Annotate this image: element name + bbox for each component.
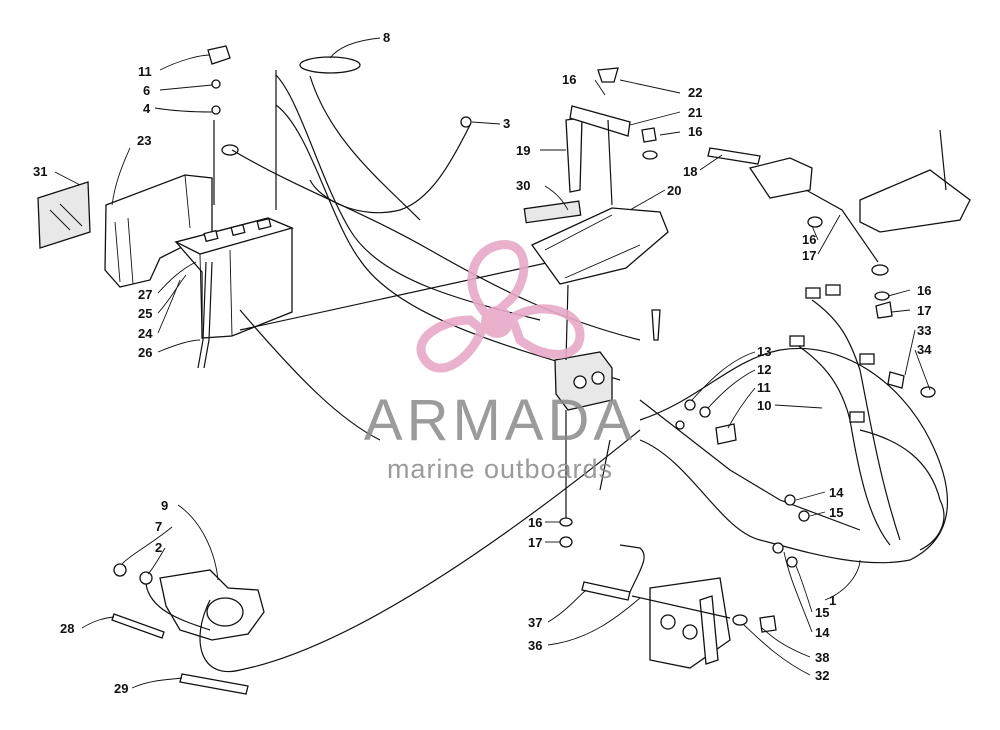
- callout-18: 17: [802, 248, 816, 263]
- battery-assembly: [37, 45, 294, 369]
- harness-and-mount: [639, 129, 971, 568]
- callout-36: 36: [528, 638, 542, 653]
- callout-25: 24: [138, 326, 153, 341]
- callout-11b: 11: [757, 380, 771, 395]
- callout-27: 26: [138, 345, 152, 360]
- callout-21: 20: [667, 183, 681, 198]
- callout-20: 19: [516, 143, 530, 158]
- callout-38: 38: [815, 650, 829, 665]
- callout-31: 30: [516, 178, 530, 193]
- throttle-bracket: [581, 544, 777, 669]
- callout-13: 13: [757, 344, 771, 359]
- callout-33: 32: [815, 668, 829, 683]
- callout-12: 12: [757, 362, 771, 377]
- callout-23: 22: [688, 85, 702, 100]
- callout-15a: 15: [829, 505, 843, 520]
- callout-15b: 15: [815, 605, 829, 620]
- callout-16d: 16: [917, 283, 931, 298]
- callout-14a: 14: [829, 485, 844, 500]
- callout-28: 27: [138, 287, 152, 302]
- callout-29: 28: [60, 621, 74, 636]
- callout-8: 9: [161, 498, 168, 513]
- callout-30: 29: [114, 681, 128, 696]
- callout-7: 7: [155, 519, 162, 534]
- callout-9: 8: [383, 30, 390, 45]
- callout-14b: 14: [815, 625, 830, 640]
- callout-19: 18: [683, 164, 697, 179]
- callout-16a: 16: [562, 72, 576, 87]
- watermark-tagline: marine outboards: [387, 454, 613, 484]
- callout-4: 4: [143, 101, 151, 116]
- callout-34: 33: [917, 323, 931, 338]
- callout-6: 6: [143, 83, 150, 98]
- callout-16c: 16: [802, 232, 816, 247]
- callout-1: 1: [829, 593, 836, 608]
- callout-24: 23: [137, 133, 151, 148]
- callout-16b: 16: [688, 124, 702, 139]
- watermark-brand: ARMADA: [364, 388, 636, 453]
- callout-labels: 11 6 4 8 3 23 31 27 25 24 26 19 30 16 22…: [33, 30, 932, 696]
- callout-11a: 11: [138, 64, 152, 79]
- leader-lines: [54, 37, 931, 689]
- callout-10: 10: [757, 398, 771, 413]
- callout-17b: 17: [528, 535, 542, 550]
- callout-32: 31: [33, 164, 47, 179]
- callout-22: 21: [688, 105, 702, 120]
- solenoid-bracket: [523, 67, 761, 548]
- callout-3: 3: [503, 116, 510, 131]
- callout-17a: 17: [917, 303, 931, 318]
- callout-2: 2: [155, 540, 162, 555]
- callout-26: 25: [138, 306, 152, 321]
- armada-logo: [416, 240, 585, 373]
- coil-assembly: [111, 429, 641, 695]
- callout-16e: 16: [528, 515, 542, 530]
- callout-37: 37: [528, 615, 542, 630]
- callout-35: 34: [917, 342, 932, 357]
